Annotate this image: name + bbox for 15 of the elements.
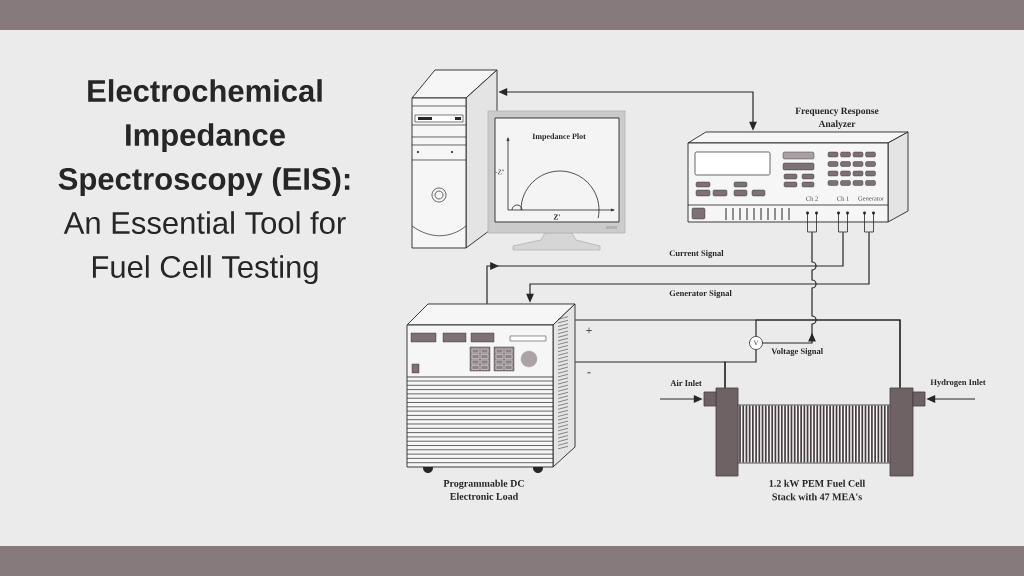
signal-wire <box>762 231 817 344</box>
edge-label: Voltage Signal <box>770 347 825 357</box>
polarity-sign: - <box>586 371 592 377</box>
edge-label: Hydrogen Inlet <box>929 378 987 388</box>
signal-wire <box>486 231 844 305</box>
polarity-sign: + <box>584 326 594 336</box>
device-label: Frequency Response Analyzer <box>795 107 879 129</box>
probe-wire <box>724 349 757 389</box>
edge-label: Generator Signal <box>668 289 733 299</box>
edge-label: Air Inlet <box>669 379 703 387</box>
device-label: 1.2 kW PEM Fuel Cell Stack with 47 MEA's <box>769 479 865 501</box>
title: Electrochemical Impedance Spectroscopy (EIS): An Essential Tool for Fuel Cell Testing <box>58 79 350 285</box>
edge-label: Current Signal <box>668 249 725 259</box>
probe-wire <box>755 319 901 389</box>
device-label: Programmable DC Electronic Load <box>443 479 524 500</box>
